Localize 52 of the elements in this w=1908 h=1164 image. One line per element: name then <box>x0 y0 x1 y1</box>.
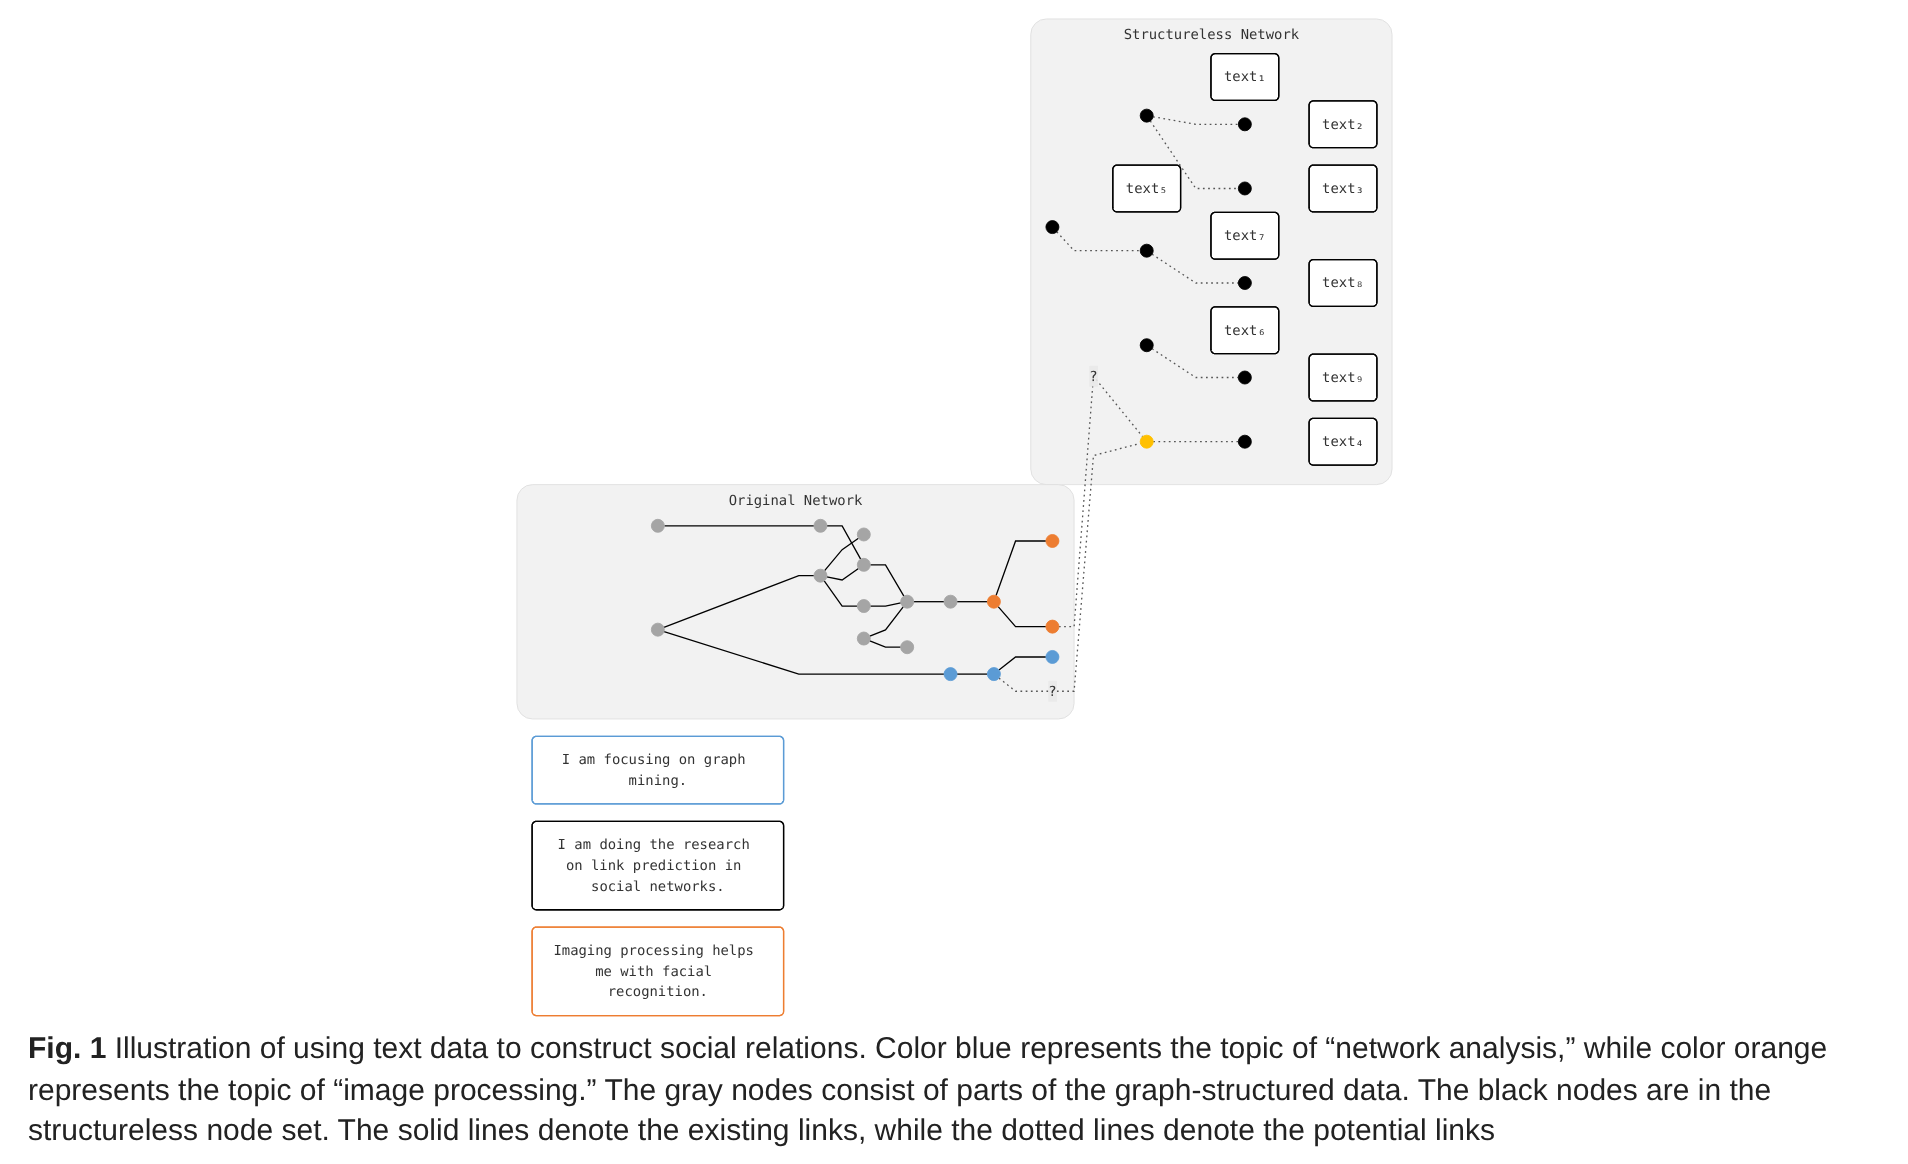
connector <box>823 580 858 607</box>
node-circle <box>856 631 871 646</box>
connector <box>663 525 815 527</box>
node-circle <box>813 568 827 583</box>
node-circle <box>986 594 1001 609</box>
connector <box>868 640 901 648</box>
connector <box>825 525 861 560</box>
connector <box>997 656 1047 671</box>
connector <box>912 601 945 603</box>
node-circle <box>856 557 871 572</box>
connector <box>869 602 901 607</box>
node-circle <box>943 667 957 682</box>
connector <box>1055 231 1141 252</box>
connector <box>869 564 904 597</box>
connector <box>1151 116 1239 125</box>
node-circle <box>650 622 665 637</box>
connector <box>1152 441 1239 443</box>
connector <box>997 605 1047 628</box>
figure-caption: Fig. 1 Illustration of using text data to construct social relations. Color blue represents the topic of “network analysis,” while color orange represents the topic of “image processing.” The gray nodes consist of parts of the graph-structured data. The black nodes are in the structureless node set. The solid lines denote the existing links, while the dotted lines denote the potential links <box>28 1030 1830 1152</box>
node-circle <box>899 640 914 655</box>
connector <box>994 540 1047 597</box>
node-circle <box>1237 117 1252 132</box>
node-circle <box>1139 434 1154 449</box>
connector <box>1151 253 1239 284</box>
connector <box>662 575 815 628</box>
connector <box>825 567 859 581</box>
connector <box>1149 120 1239 190</box>
node-circle <box>856 599 871 613</box>
node-circle <box>1237 276 1252 290</box>
connector <box>662 630 945 675</box>
connector <box>997 442 1141 692</box>
node-circle <box>1045 220 1059 234</box>
connector <box>868 606 904 637</box>
node-circle <box>986 667 1001 682</box>
node-circle <box>1237 181 1252 196</box>
node-circle <box>1139 108 1154 123</box>
node-circle <box>1045 619 1059 634</box>
node-circle <box>1045 650 1059 664</box>
node-circle <box>899 594 914 609</box>
connector <box>955 673 988 675</box>
node-circle <box>856 527 871 542</box>
connector <box>823 537 859 572</box>
node-circle <box>1139 243 1154 258</box>
node-circle <box>813 518 827 533</box>
node-circle <box>1139 338 1154 353</box>
node-circle <box>650 518 665 533</box>
connector <box>1151 348 1239 379</box>
node-circle <box>1045 534 1059 548</box>
node-circle <box>943 594 957 609</box>
node-circle <box>1237 434 1252 449</box>
connector <box>955 601 988 603</box>
node-circle <box>1237 370 1252 385</box>
